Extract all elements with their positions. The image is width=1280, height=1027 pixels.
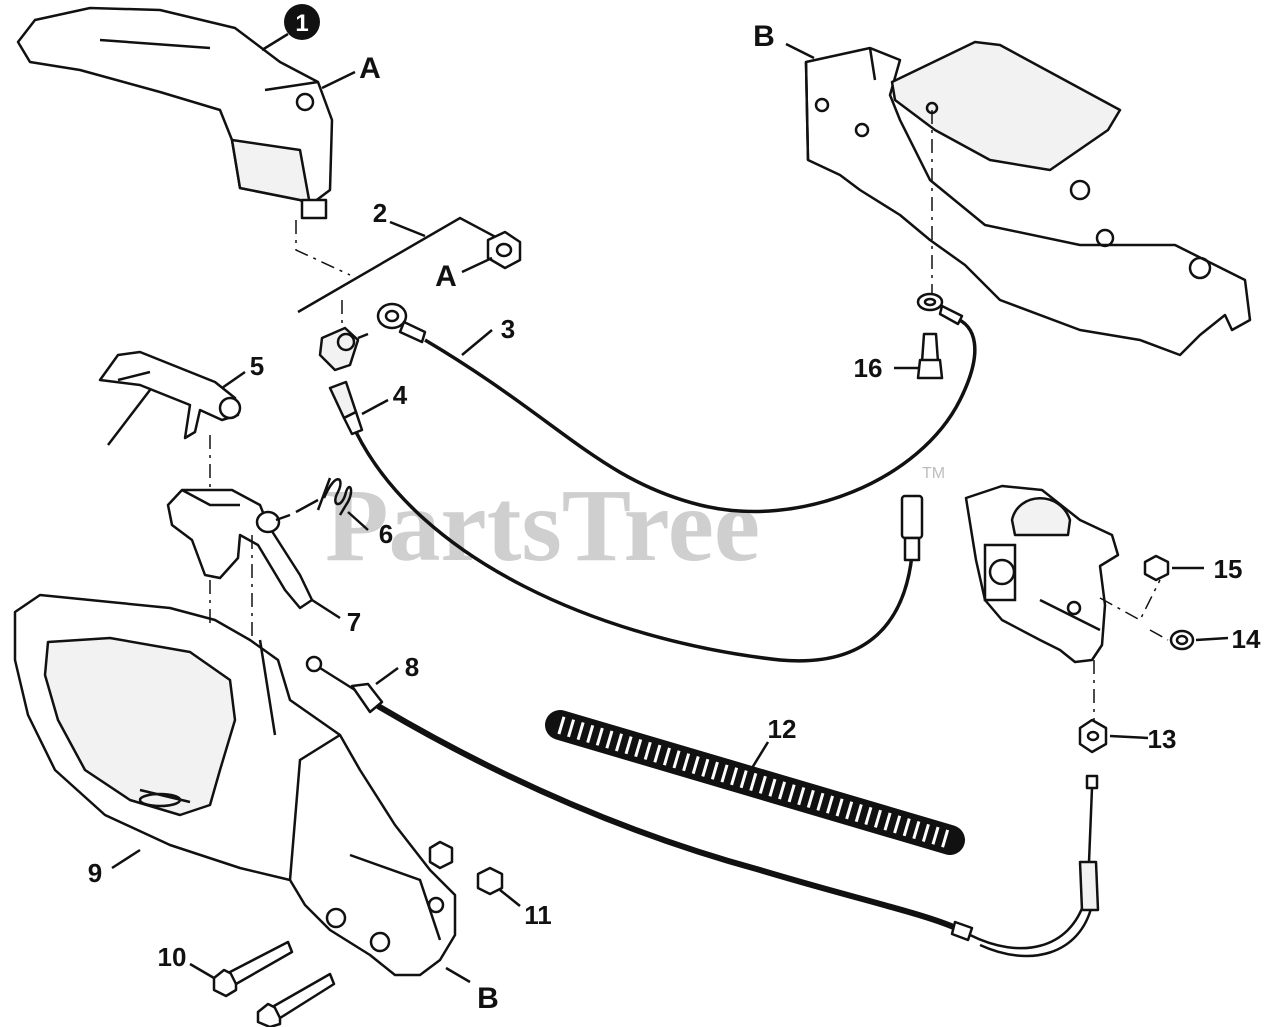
callout-12: 12 [768, 714, 797, 744]
ref-b-bottom: B [477, 982, 499, 1015]
callout-8: 8 [405, 652, 419, 682]
throttle-cable-part [305, 655, 1100, 958]
callout-3: 3 [501, 314, 515, 344]
throttle-trigger-part [98, 350, 242, 446]
callout-9: 9 [88, 858, 102, 888]
carburetor-part [964, 484, 1120, 664]
callout-5: 5 [250, 351, 264, 381]
torsion-spring-part [295, 477, 353, 516]
ref-b-top: B [753, 20, 775, 53]
callout-11: 11 [524, 900, 552, 930]
bolt-part [916, 332, 944, 380]
safety-lever-part [166, 488, 314, 610]
callout-14: 14 [1232, 624, 1261, 654]
callout-circle [284, 4, 320, 40]
callout-13: 13 [1148, 724, 1177, 754]
hex-nut-part [486, 230, 522, 270]
callout-6: 6 [379, 519, 393, 549]
ref-a-mid: A [435, 260, 457, 293]
screw-part [212, 940, 336, 1027]
callout-7: 7 [347, 607, 361, 637]
leader-lines [111, 32, 1229, 984]
callout-2: 2 [373, 198, 387, 228]
assembly-lines [209, 110, 1169, 720]
stop-switch-part [297, 216, 521, 372]
callout-1: 1 [295, 10, 308, 37]
connector-wire-part [328, 380, 924, 663]
rear-handle-part [13, 593, 457, 977]
callout-16: 16 [854, 353, 883, 383]
corrugated-tube-part [545, 710, 965, 855]
engine-housing-part [804, 40, 1252, 357]
ground-wire-part [376, 292, 977, 514]
watermark: PartsTree [325, 468, 760, 583]
trademark: TM [922, 465, 945, 482]
callout-15: 15 [1214, 554, 1243, 584]
carburetor-hardware-part [1078, 554, 1195, 754]
nut-part [428, 840, 504, 896]
callout-10: 10 [158, 942, 187, 972]
ref-a-top: A [359, 52, 381, 85]
callout-4: 4 [393, 380, 408, 410]
handle-cover-part [16, 6, 334, 220]
